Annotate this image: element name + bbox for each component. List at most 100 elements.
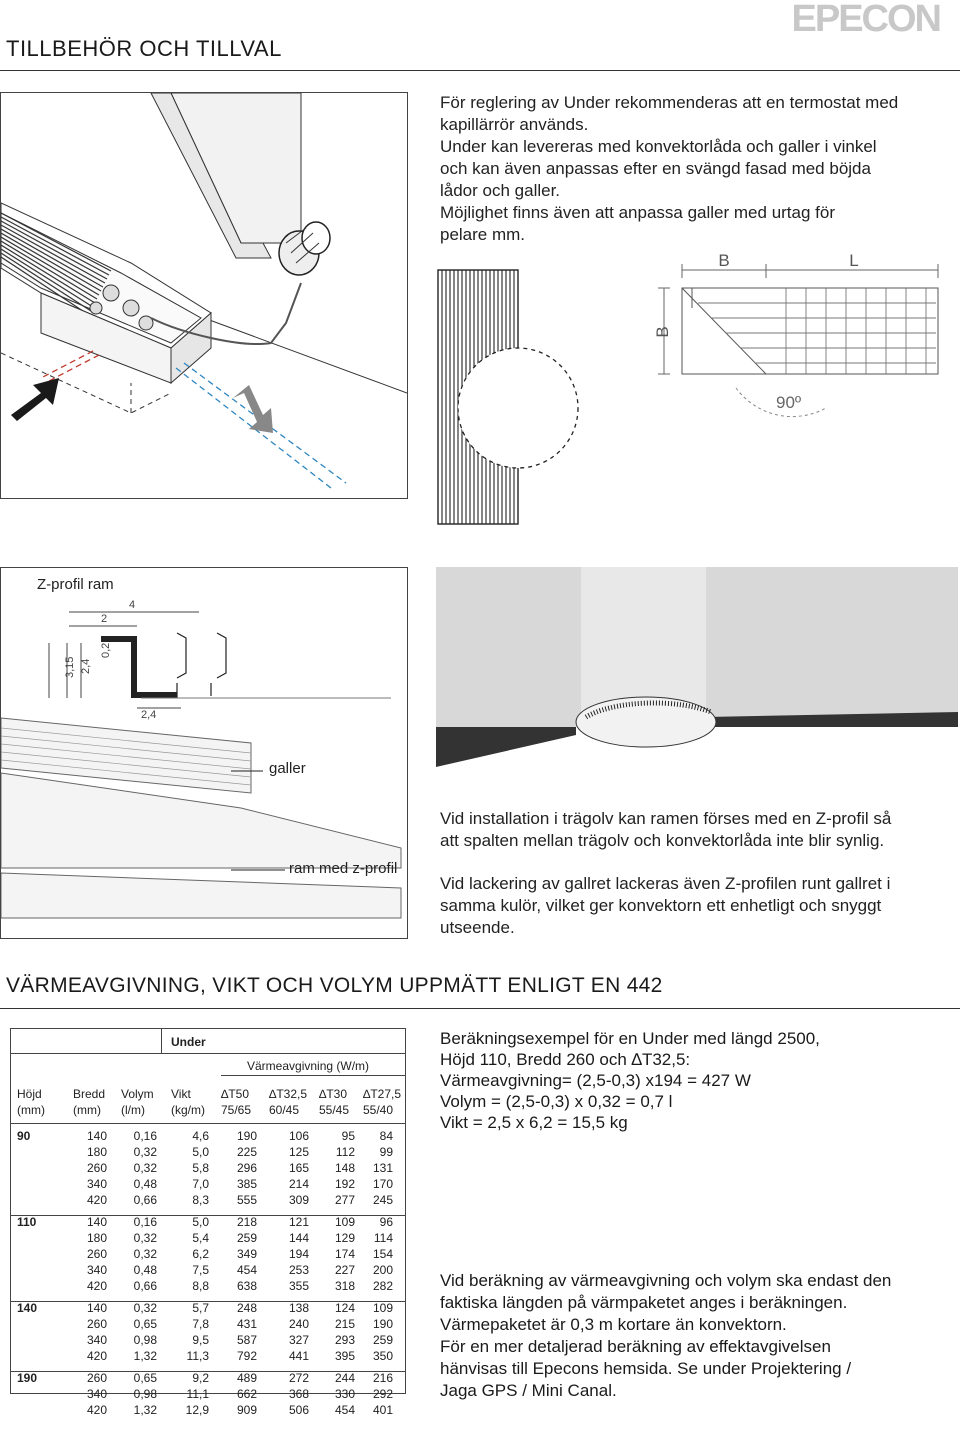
corner-grille-diagram: B L B 90º (437, 251, 939, 525)
table-cell: 190 (236, 1129, 257, 1143)
table-cell: 99 (379, 1145, 393, 1159)
table-cell: 454 (236, 1263, 257, 1277)
table-cell: 309 (288, 1193, 309, 1207)
table-cell: 330 (334, 1387, 355, 1401)
svg-text:90º: 90º (776, 393, 801, 412)
column-header: 55/40 (363, 1103, 394, 1117)
table-cell: 420 (86, 1349, 107, 1363)
svg-text:4: 4 (129, 599, 135, 611)
table-cell: 148 (334, 1161, 355, 1175)
table-cell: 138 (288, 1301, 309, 1315)
column-header: ∆T27,5 (363, 1087, 402, 1101)
column-header: ∆T50 (221, 1087, 250, 1101)
table-cell: 1,32 (133, 1349, 157, 1363)
svg-text:EPECON: EPECON (792, 0, 940, 36)
table-cell: 9,2 (192, 1371, 209, 1385)
zprofile-drawing: 4 2 3,15 2,4 0,2 2,4 (1, 599, 402, 919)
table-cell: 431 (236, 1317, 257, 1331)
table-cell: 0,16 (133, 1215, 157, 1229)
table-cell: 5,7 (192, 1301, 209, 1315)
table-cell: 248 (236, 1301, 257, 1315)
table-cell: 260 (86, 1317, 107, 1331)
table-cell: 349 (236, 1247, 257, 1261)
table-cell: 218 (236, 1215, 257, 1229)
table-cell: 215 (334, 1317, 355, 1331)
zprofile-illustration: Z-profil ram 4 2 3,15 2,4 0,2 2,4 (0, 567, 408, 939)
column-header: (kg/m) (171, 1103, 205, 1117)
table-cell: 96 (379, 1215, 393, 1229)
group-hojd: 190 (17, 1371, 38, 1385)
table-cell: 109 (334, 1215, 355, 1229)
table-cell: 227 (334, 1263, 355, 1277)
table-cell: 129 (334, 1231, 355, 1245)
table-cell: 192 (334, 1177, 355, 1191)
calculation-note: Vid beräkning av värmeavgivning och voly… (440, 1271, 892, 1400)
table-cell: 340 (86, 1263, 107, 1277)
table-cell: 0,98 (133, 1387, 157, 1401)
column-header: Volym (121, 1087, 154, 1101)
svg-text:0,2: 0,2 (100, 643, 112, 658)
table-cell: 340 (86, 1177, 107, 1191)
table-cell: 454 (334, 1403, 355, 1417)
section-title: VÄRMEAVGIVNING, VIKT OCH VOLYM UPPMÄTT E… (6, 974, 663, 997)
column-header: (mm) (17, 1103, 45, 1117)
svg-text:B: B (718, 251, 729, 270)
ram-label: ram med z-profil (289, 860, 398, 877)
table-cell: 0,32 (133, 1145, 157, 1159)
table-cell: 489 (236, 1371, 257, 1385)
table-cell: 293 (334, 1333, 355, 1347)
table-cell: 662 (236, 1387, 257, 1401)
table-cell: 140 (86, 1301, 107, 1315)
table-cell: 340 (86, 1387, 107, 1401)
table-cell: 180 (86, 1231, 107, 1245)
table-cell: 0,32 (133, 1161, 157, 1175)
table-cell: 441 (288, 1349, 309, 1363)
table-cell: 174 (334, 1247, 355, 1261)
convector-illustration (0, 92, 408, 499)
table-cell: 125 (288, 1145, 309, 1159)
table-cell: 292 (372, 1387, 393, 1401)
table-cell: 277 (334, 1193, 355, 1207)
table-cell: 506 (288, 1403, 309, 1417)
table-cell: 420 (86, 1193, 107, 1207)
floor-installation-diagram (436, 567, 958, 767)
table-cell: 0,65 (133, 1317, 157, 1331)
group-hojd: 140 (17, 1301, 38, 1315)
table-cell: 368 (288, 1387, 309, 1401)
svg-text:B: B (653, 326, 672, 337)
table-cell: 124 (334, 1301, 355, 1315)
table-cell: 9,5 (192, 1333, 209, 1347)
table-cell: 106 (288, 1129, 309, 1143)
table-cell: 385 (236, 1177, 257, 1191)
column-header: 55/45 (319, 1103, 350, 1117)
column-header: ∆T30 (319, 1087, 348, 1101)
table-cell: 180 (86, 1145, 107, 1159)
table-cell: 165 (288, 1161, 309, 1175)
table-cell: 114 (373, 1231, 393, 1245)
table-cell: 0,98 (133, 1333, 157, 1347)
page-title: TILLBEHÖR OCH TILLVAL (6, 36, 282, 61)
table-cell: 587 (236, 1333, 257, 1347)
epecon-logo: EPECON (792, 0, 942, 36)
table-cell: 200 (372, 1263, 393, 1277)
table-cell: 420 (86, 1279, 107, 1293)
table-cell: 95 (341, 1129, 355, 1143)
group-header: Under (171, 1035, 206, 1049)
zprofile-info-2: Vid lackering av gallret lackeras även Z… (440, 874, 891, 937)
table-cell: 282 (372, 1279, 393, 1293)
table-cell: 190 (372, 1317, 393, 1331)
table-cell: 216 (372, 1371, 393, 1385)
table-cell: 194 (288, 1247, 309, 1261)
column-header: 60/45 (269, 1103, 300, 1117)
group-hojd: 90 (17, 1129, 31, 1143)
table-cell: 5,4 (192, 1231, 209, 1245)
table-cell: 109 (372, 1301, 393, 1315)
table-cell: 0,32 (133, 1247, 157, 1261)
table-cell: 214 (288, 1177, 309, 1191)
svg-text:3,15: 3,15 (64, 657, 76, 678)
heat-header: Värmeavgivning (W/m) (247, 1059, 370, 1073)
table-cell: 12,9 (185, 1403, 209, 1417)
column-header: 75/65 (221, 1103, 252, 1117)
table-cell: 0,32 (133, 1231, 157, 1245)
table-cell: 327 (288, 1333, 309, 1347)
